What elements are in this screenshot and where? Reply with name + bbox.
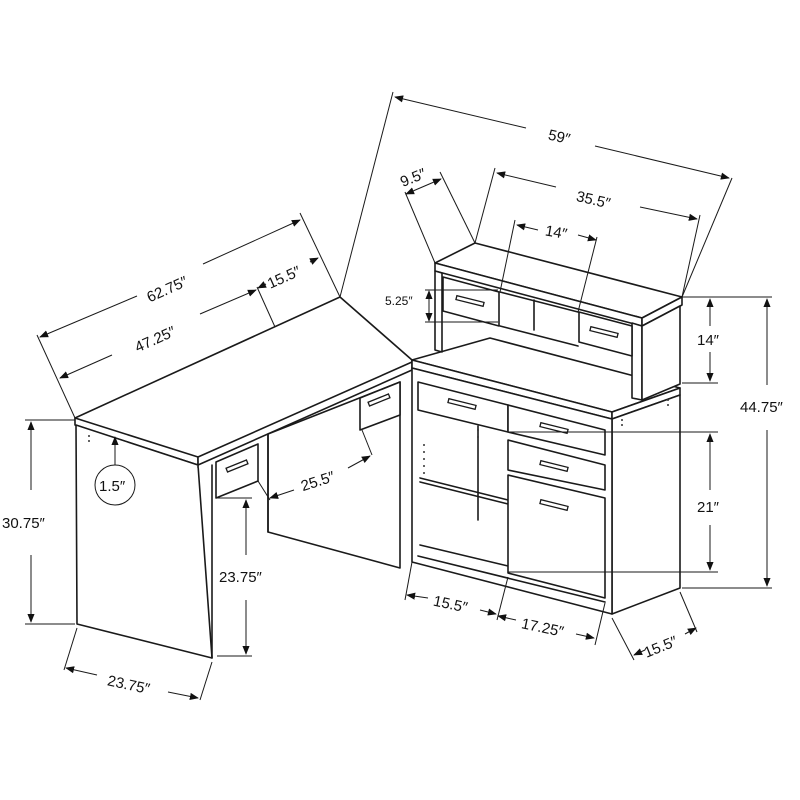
cabinet-side-panel (611, 394, 681, 615)
label-knee-clearance-height: 23.75″ (219, 569, 263, 586)
label-desk-height: 30.75″ (2, 515, 46, 532)
right-cabinet (411, 337, 681, 615)
hutch-top-side-edge (641, 296, 683, 327)
hutch-right-post (631, 322, 643, 401)
label-hutch-depth: 9.5″ (398, 165, 429, 191)
label-hutch-cubby-width: 14″ (544, 222, 569, 243)
hutch-left-post (434, 270, 443, 353)
label-desktop-thickness: 1.5″ (99, 478, 126, 495)
label-hutch-height: 14″ (697, 332, 720, 349)
label-desk-total-length: 62.75″ (144, 273, 191, 306)
label-overall-height: 44.75″ (740, 399, 784, 416)
label-hutch-total-width: 59″ (547, 127, 573, 149)
hutch-right-side (641, 305, 681, 401)
corner-drawer (359, 381, 401, 431)
label-cabinet-drawer-width: 17.25″ (520, 615, 566, 641)
label-cabinet-depth: 15.5″ (642, 633, 681, 662)
cabinet-file-drawer (507, 474, 606, 599)
label-cabinet-open-shelf-width: 15.5″ (432, 593, 470, 617)
label-hutch-drawer-height: 5.25″ (385, 294, 413, 308)
dimension-lines (25, 91, 772, 701)
label-desk-corner-depth: 15.5″ (265, 263, 304, 293)
label-side-depth: 23.75″ (106, 672, 152, 698)
hutch (434, 242, 683, 401)
label-cabinet-drawer-stack-height: 21″ (697, 499, 720, 516)
label-hutch-top-width: 35.5″ (575, 188, 613, 212)
label-desk-return-length: 47.25″ (132, 323, 179, 356)
